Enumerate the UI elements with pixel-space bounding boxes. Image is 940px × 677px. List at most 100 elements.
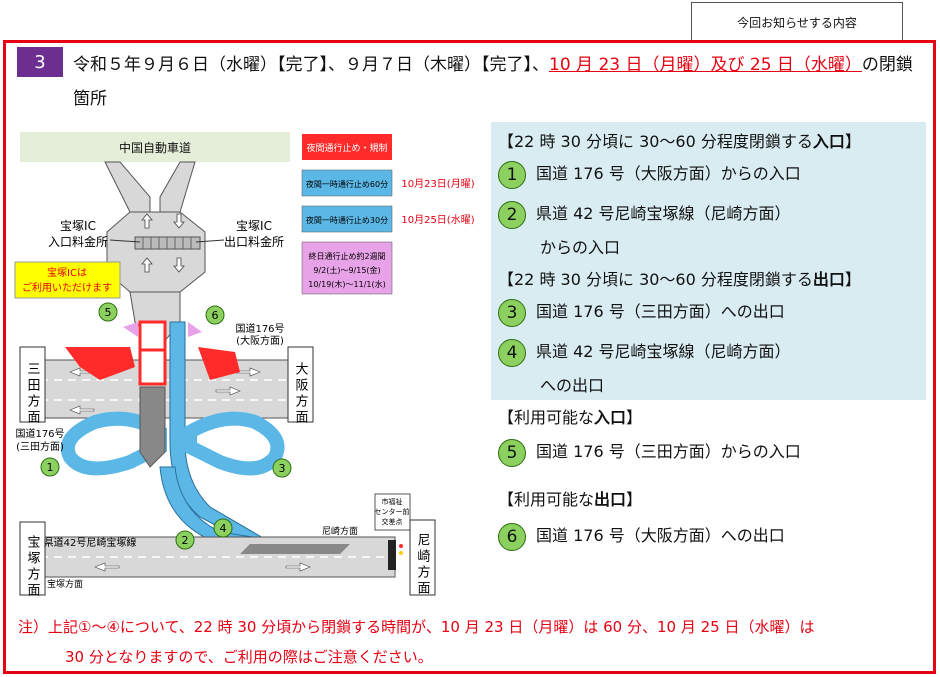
- info-item-5: 5 国道 176 号（三田方面）からの入口: [498, 438, 801, 467]
- circle-marker-4: 4: [498, 338, 526, 367]
- info-item-4: 4 県道 42 号尼崎宝塚線（尼崎方面）: [498, 338, 791, 367]
- intersection-line2: センター前: [375, 507, 410, 516]
- intersection-line1: 市福祉: [382, 497, 403, 506]
- marker-3: 3: [272, 458, 292, 478]
- closed-exit-heading-post: 】: [844, 270, 861, 289]
- exit-booth-label-1: 宝塚IC: [236, 219, 272, 233]
- route176-sanda-label-2: (三田方面): [16, 440, 64, 453]
- ramp-right: [159, 161, 196, 213]
- closed-exit-heading-pre: 【22 時 30 分頃に 30～60 分程度閉鎖する: [498, 270, 813, 289]
- available-exit-heading-pre: 【利用可能な: [498, 490, 595, 509]
- legend-blue60-label: 夜間一時通行止め60分: [306, 179, 388, 189]
- legend-blue60-box: [301, 169, 393, 197]
- legend-red-label: 夜間通行止め・規制: [306, 142, 387, 154]
- closed-entrance-heading-bold: 入口: [812, 132, 845, 151]
- closure-info-panel: [491, 122, 926, 400]
- legend-red-box: [302, 134, 392, 160]
- marker-6: 6: [205, 305, 225, 325]
- legend-pink-line2: 9/2(土)～9/15(金): [313, 265, 380, 275]
- info-item-3-text: 国道 176 号（三田方面）への出口: [536, 302, 785, 321]
- legend-pink-line3: 10/19(木)～11/1(水): [308, 279, 386, 289]
- available-exit-heading-post: 】: [626, 490, 643, 509]
- circle-marker-3: 3: [498, 298, 526, 327]
- legend-blue30-box: [301, 205, 393, 233]
- legend-pink-box: [301, 241, 393, 295]
- toll-plaza: [106, 211, 206, 293]
- legend-pink-line1: 終日通行止め約2週間: [308, 251, 385, 261]
- osaka-direction-label: 大阪方面: [293, 362, 309, 426]
- entrance-leader: [109, 239, 141, 243]
- takarazuka-small-label: 宝塚方面: [47, 578, 83, 590]
- closed-entrance-heading-post: 】: [844, 132, 861, 151]
- svg-text:3: 3: [279, 462, 286, 475]
- circle-marker-1: 1: [498, 160, 526, 189]
- pink-closure-left: [123, 322, 138, 337]
- header-part1: 令和５年９月６日（水曜）【完了】、９月７日（木曜）【完了】、: [73, 55, 549, 75]
- info-item-5-text: 国道 176 号（三田方面）からの入口: [536, 442, 801, 461]
- expressway-label: 中国自動車道: [119, 140, 191, 155]
- header-red-dates: 10 月 23 日（月曜）及び 25 日（水曜）: [549, 55, 862, 75]
- takarazuka-direction-label: 宝塚方面: [25, 535, 41, 599]
- amagasaki-direction-label: 尼崎方面: [415, 533, 431, 597]
- svg-text:4: 4: [220, 522, 227, 535]
- blue-loop-right: [183, 411, 285, 476]
- pink-closure-right: [188, 322, 202, 337]
- available-notice-box: [14, 261, 121, 299]
- arrow-up-toll-left: [141, 213, 153, 229]
- svg-text:1: 1: [47, 461, 54, 474]
- marker-1: 1: [40, 457, 60, 477]
- section-header: 令和５年９月６日（水曜）【完了】、９月７日（木曜）【完了】、10 月 23 日（…: [73, 48, 928, 116]
- info-item-6-text: 国道 176 号（大阪方面）への出口: [536, 526, 785, 545]
- legend-blue30-label: 夜間一時通行止め30分: [306, 215, 388, 225]
- circle-marker-2: 2: [498, 200, 526, 229]
- available-notice-line2: ご利用いただけます: [22, 281, 112, 294]
- available-entrance-heading-bold: 入口: [594, 408, 627, 427]
- red-closure-left: [65, 347, 135, 380]
- intersection-line3: 交差点: [382, 517, 403, 526]
- takarazuka-direction-box: [19, 521, 46, 596]
- note-line2: 30 分となりますので、ご利用の際はご注意ください。: [65, 648, 433, 666]
- amagasaki-direction-box: [409, 519, 436, 596]
- available-entrance-heading: 【利用可能な入口】: [498, 404, 642, 428]
- route176-osaka-label-1: 国道176号: [235, 322, 284, 335]
- hatched-segment: [139, 386, 166, 468]
- info-item-3: 3 国道 176 号（三田方面）への出口: [498, 298, 785, 327]
- prefectural-road-label: 県道42号尼崎宝塚線: [44, 536, 137, 549]
- svg-text:5: 5: [105, 306, 112, 319]
- closed-exit-heading: 【22 時 30 分頃に 30～60 分程度閉鎖する出口】: [498, 266, 861, 290]
- arrow-down-toll-right-2: [173, 257, 185, 273]
- svg-text:6: 6: [212, 309, 219, 322]
- entrance-booth-label-1: 宝塚IC: [60, 219, 96, 233]
- exit-booth-label-2: 出口料金所: [224, 234, 284, 249]
- marker-4: 4: [213, 518, 233, 538]
- traffic-signal: [388, 540, 396, 570]
- blue-loop-left: [60, 411, 167, 476]
- arrow-up-toll-left-2: [141, 257, 153, 273]
- red-closure-right: [198, 347, 240, 380]
- intersection-box: [374, 493, 411, 531]
- red-closure-box: [138, 320, 167, 386]
- hatched-lower: [240, 544, 350, 554]
- marker-2: 2: [175, 530, 195, 550]
- closed-exit-heading-bold: 出口: [812, 270, 845, 289]
- available-entrance-heading-post: 】: [626, 408, 643, 427]
- osaka-direction-box: [287, 346, 314, 423]
- route176-osaka-label-2: (大阪方面): [236, 334, 284, 347]
- info-item-2-text: 県道 42 号尼崎宝塚線（尼崎方面）: [536, 204, 791, 223]
- exit-leader: [195, 239, 225, 243]
- sanda-direction-label: 三田方面: [25, 362, 41, 426]
- amagasaki-small-label: 尼崎方面: [322, 525, 358, 537]
- circle-marker-5: 5: [498, 438, 526, 467]
- marker-5: 5: [98, 302, 118, 322]
- info-item-4-text: 県道 42 号尼崎宝塚線（尼崎方面）: [536, 342, 791, 361]
- section-number-badge: 3: [17, 47, 63, 77]
- ramp-left: [104, 161, 151, 213]
- closure-note: 注）上記①～④について、22 時 30 分頃から閉鎖する時間が、10 月 23 …: [18, 612, 923, 672]
- info-item-2b: からの入口: [540, 238, 621, 257]
- info-item-2: 2 県道 42 号尼崎宝塚線（尼崎方面）: [498, 200, 791, 229]
- svg-text:2: 2: [182, 534, 189, 547]
- available-exit-heading: 【利用可能な出口】: [498, 486, 642, 510]
- section-frame: [3, 40, 936, 674]
